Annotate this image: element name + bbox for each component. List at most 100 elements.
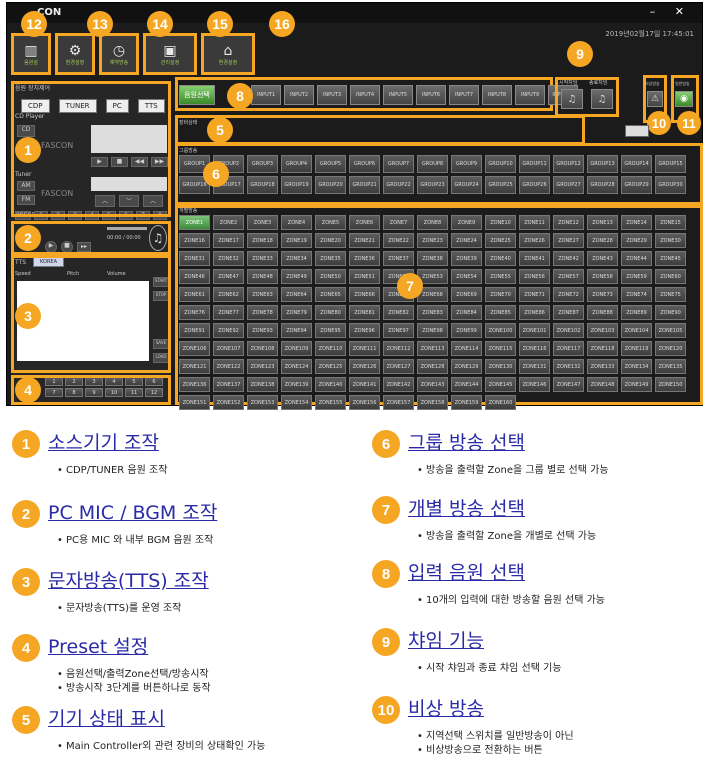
zone-button[interactable]: ZONE120 [655,341,686,356]
legend-title[interactable]: 기기 상태 표시 [48,708,165,730]
zone-button[interactable]: ZONE34 [281,251,312,266]
zone-button[interactable]: ZONE16 [179,233,210,248]
preset-button-11[interactable]: 11 [125,388,143,397]
zone-button[interactable]: ZONE5 [315,215,346,230]
group-button[interactable]: GROUP30 [655,176,686,194]
group-button[interactable]: GROUP19 [281,176,312,194]
zone-button[interactable]: ZONE126 [349,359,380,374]
group-button[interactable]: GROUP22 [383,176,414,194]
zone-button[interactable]: ZONE79 [281,305,312,320]
zone-button[interactable]: ZONE1 [179,215,210,230]
zone-button[interactable]: ZONE71 [519,287,550,302]
group-button[interactable]: GROUP24 [451,176,482,194]
zone-button[interactable]: ZONE7 [383,215,414,230]
zone-button[interactable]: ZONE20 [315,233,346,248]
bgm-progress[interactable] [107,227,147,230]
zone-button[interactable]: ZONE103 [587,323,618,338]
zone-button[interactable]: ZONE51 [349,269,380,284]
zone-button[interactable]: ZONE2 [213,215,244,230]
zone-button[interactable]: ZONE80 [315,305,346,320]
zone-button[interactable]: ZONE157 [383,395,414,410]
zone-button[interactable]: ZONE30 [655,233,686,248]
zone-button[interactable]: ZONE159 [451,395,482,410]
legend-title[interactable]: 챠임 기능 [408,630,484,652]
preset-button-8[interactable]: 8 [65,388,83,397]
zone-button[interactable]: ZONE86 [519,305,550,320]
zone-button[interactable]: ZONE150 [655,377,686,392]
zone-button[interactable]: ZONE144 [451,377,482,392]
zone-button[interactable]: ZONE78 [247,305,278,320]
zone-button[interactable]: ZONE56 [519,269,550,284]
legend-title[interactable]: 개별 방송 선택 [408,498,525,520]
zone-button[interactable]: ZONE124 [281,359,312,374]
zone-button[interactable]: ZONE13 [587,215,618,230]
zone-button[interactable]: ZONE50 [315,269,346,284]
cd-button[interactable]: CD [17,125,35,137]
input-4-button[interactable]: INPUT4 [350,85,380,105]
zone-button[interactable]: ZONE105 [655,323,686,338]
zone-button[interactable]: ZONE113 [417,341,448,356]
prev-button[interactable]: ◀◀ [131,157,148,167]
schedule-button[interactable]: ◷ 예약방송 [99,33,139,75]
zone-button[interactable]: ZONE23 [417,233,448,248]
zone-button[interactable]: ZONE108 [247,341,278,356]
legend-title[interactable]: 소스기기 조작 [48,432,159,454]
zone-button[interactable]: ZONE31 [179,251,210,266]
zone-button[interactable]: ZONE112 [383,341,414,356]
input-3-button[interactable]: INPUT3 [317,85,347,105]
zone-button[interactable]: ZONE133 [587,359,618,374]
zone-button[interactable]: ZONE137 [213,377,244,392]
environment-button[interactable]: ⚙ 환경설정 [55,33,95,75]
zone-button[interactable]: ZONE117 [553,341,584,356]
zone-button[interactable]: ZONE58 [587,269,618,284]
zone-button[interactable]: ZONE101 [519,323,550,338]
zone-button[interactable]: ZONE28 [587,233,618,248]
group-button[interactable]: GROUP27 [553,176,584,194]
zone-button[interactable]: ZONE70 [485,287,516,302]
legend-title[interactable]: PC MIC / BGM 조작 [48,502,218,524]
zone-button[interactable]: ZONE44 [621,251,652,266]
zone-button[interactable]: ZONE61 [179,287,210,302]
zone-button[interactable]: ZONE88 [587,305,618,320]
zone-button[interactable]: ZONE74 [621,287,652,302]
zone-button[interactable]: ZONE4 [281,215,312,230]
general-broadcast-icon[interactable]: ◉ [675,91,693,107]
zone-button[interactable]: ZONE27 [553,233,584,248]
zone-button[interactable]: ZONE19 [281,233,312,248]
zone-button[interactable]: ZONE106 [179,341,210,356]
pc-button[interactable]: PC [105,99,129,113]
chime-start-icon[interactable]: ♫ [561,89,583,109]
play-button[interactable]: ▶ [91,157,108,167]
zone-button[interactable]: ZONE139 [281,377,312,392]
zone-button[interactable]: ZONE122 [213,359,244,374]
zone-button[interactable]: ZONE63 [247,287,278,302]
home-button[interactable]: ⌂ 환경설정 [201,33,255,75]
zone-button[interactable]: ZONE128 [417,359,448,374]
zone-button[interactable]: ZONE109 [281,341,312,356]
zone-button[interactable]: ZONE141 [349,377,380,392]
zone-button[interactable]: ZONE35 [315,251,346,266]
zone-button[interactable]: ZONE149 [621,377,652,392]
cdp-button[interactable]: CDP [21,99,50,113]
legend-title[interactable]: 입력 음원 선택 [408,562,525,584]
group-button[interactable]: GROUP13 [587,155,618,173]
zone-button[interactable]: ZONE119 [621,341,652,356]
zone-button[interactable]: ZONE154 [281,395,312,410]
zone-button[interactable]: ZONE111 [349,341,380,356]
zone-button[interactable]: ZONE81 [349,305,380,320]
zone-button[interactable]: ZONE83 [417,305,448,320]
zone-button[interactable]: ZONE140 [315,377,346,392]
zone-button[interactable]: ZONE39 [451,251,482,266]
zone-button[interactable]: ZONE118 [587,341,618,356]
zone-button[interactable]: ZONE92 [213,323,244,338]
group-button[interactable]: GROUP3 [247,155,278,173]
zone-button[interactable]: ZONE94 [281,323,312,338]
input-7-button[interactable]: INPUT7 [449,85,479,105]
zone-button[interactable]: ZONE54 [451,269,482,284]
zone-button[interactable]: ZONE9 [451,215,482,230]
zone-button[interactable]: ZONE69 [451,287,482,302]
group-button[interactable]: GROUP15 [655,155,686,173]
fm-button[interactable]: FM [17,195,35,205]
zone-button[interactable]: ZONE89 [621,305,652,320]
input-9-button[interactable]: INPUT9 [515,85,545,105]
